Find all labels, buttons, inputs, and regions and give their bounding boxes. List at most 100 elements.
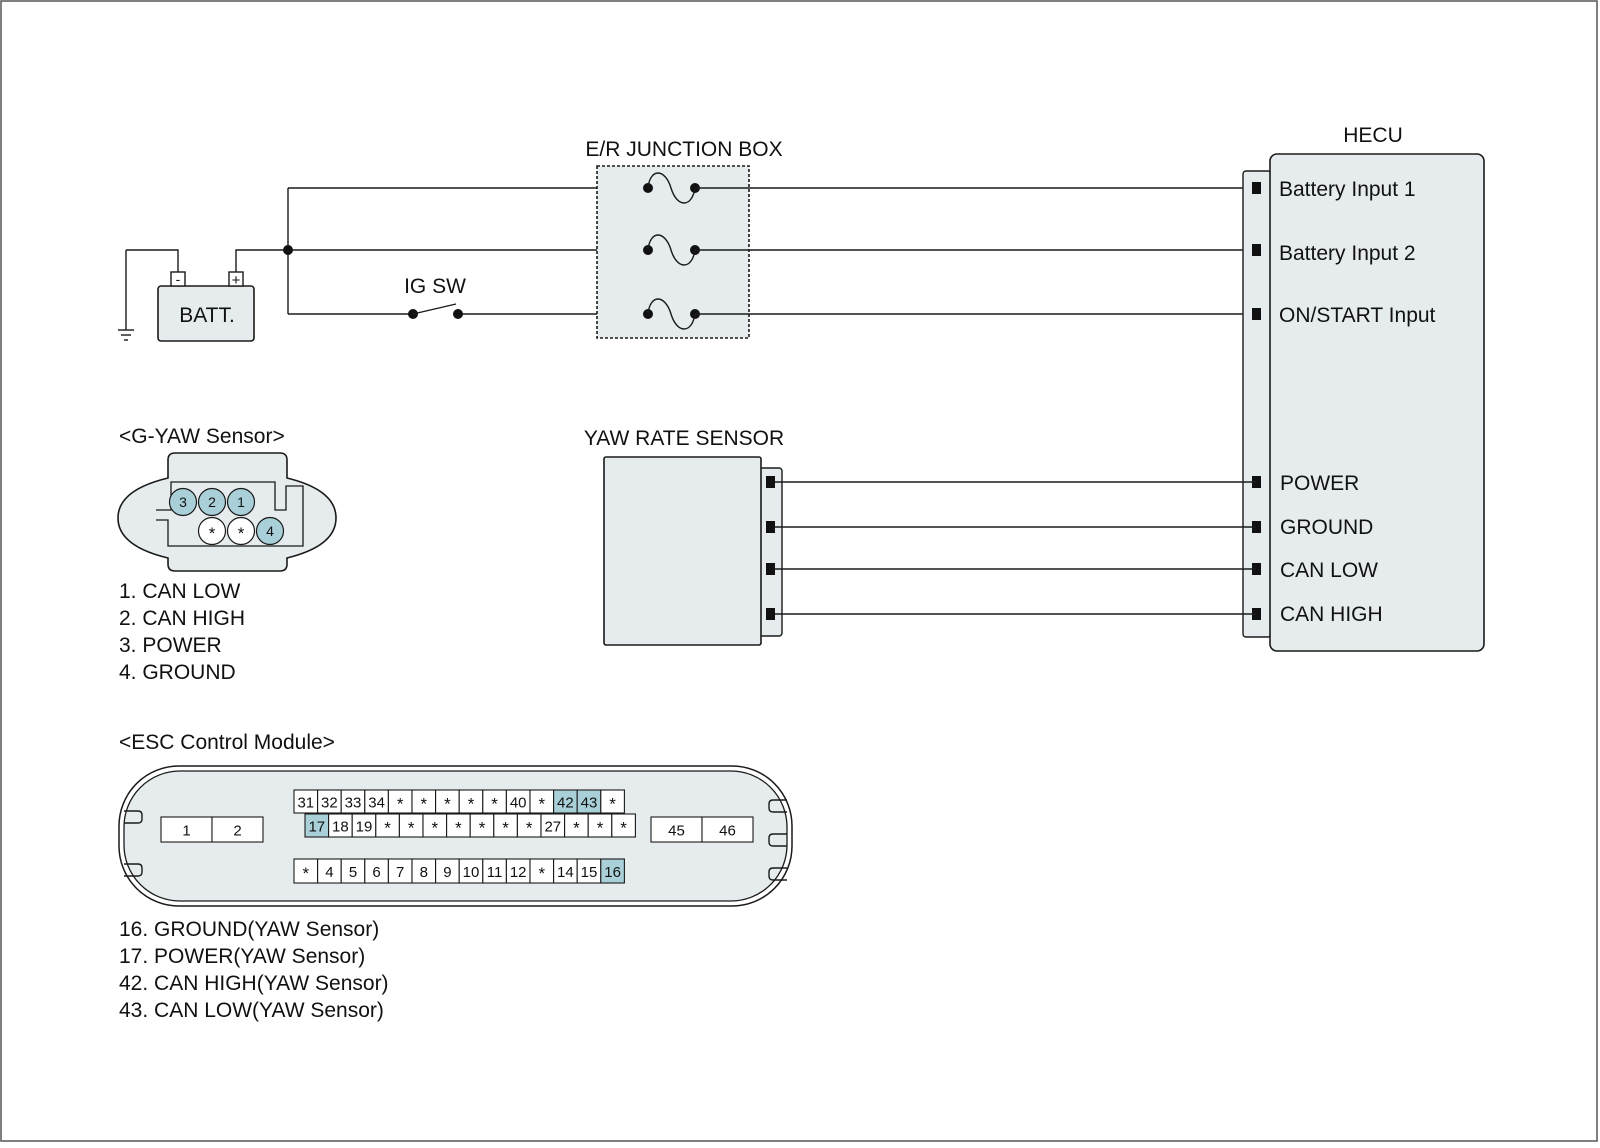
esc-pin-label-17: 17	[308, 819, 325, 836]
g-yaw-legend-2: 2. CAN HIGH	[119, 607, 245, 630]
esc-pin-label-34: 34	[368, 795, 385, 812]
esc-pin-label-42: 42	[557, 795, 574, 812]
esc-pin-cell	[211, 816, 264, 843]
esc-pin-empty-label: *	[397, 795, 404, 814]
esc-pin-empty-label: *	[431, 819, 438, 838]
g-yaw-key-outline	[156, 481, 304, 547]
hecu-pin-power: POWER	[1280, 472, 1359, 495]
esc-pin-cell	[600, 858, 625, 884]
esc-pin-label-14: 14	[557, 864, 574, 881]
esc-pin-label-45: 45	[668, 823, 685, 840]
esc-pin-cell	[650, 816, 703, 843]
esc-pin-label-43: 43	[581, 795, 598, 812]
hecu-body	[1269, 153, 1485, 652]
esc-pin-label-7: 7	[396, 864, 404, 881]
hecu-pin-ground: GROUND	[1280, 516, 1373, 539]
esc-pin-cell	[611, 813, 636, 838]
g-yaw-pin-label-4: 4	[266, 523, 274, 539]
junction-box: E/R JUNCTION BOX	[585, 138, 783, 339]
esc-pin-cell	[701, 816, 754, 843]
g-yaw-pin-label-2: 2	[208, 494, 216, 510]
esc-pin-empty-label: *	[444, 795, 451, 814]
esc-pin-label-10: 10	[463, 864, 480, 881]
hecu: HECU Battery Input 1 Battery Input 2 ON/…	[1242, 124, 1485, 652]
power-wiring: IG SW	[283, 187, 648, 319]
hecu-pin-can-low: CAN LOW	[1280, 559, 1378, 582]
ig-switch-contact-right	[453, 309, 463, 319]
esc-pin-empty-label: *	[420, 795, 427, 814]
battery-plus-terminal	[228, 271, 244, 287]
fuse-3	[643, 298, 700, 330]
esc-pin-empty-label: *	[538, 864, 545, 883]
esc-module-title: <ESC Control Module>	[119, 731, 335, 754]
esc-pin-empty-label: *	[468, 795, 475, 814]
splice-dot	[283, 245, 293, 255]
esc-pin-empty-label: *	[620, 819, 627, 838]
esc-pin-empty-label: *	[491, 795, 498, 814]
g-yaw-legend-4: 4. GROUND	[119, 661, 236, 684]
g-yaw-pin-label-1: 1	[237, 494, 245, 510]
esc-legend-16: 16. GROUND(YAW Sensor)	[119, 918, 379, 941]
esc-pin-empty-label: *	[384, 819, 391, 838]
esc-pin-empty-label: *	[455, 819, 462, 838]
junction-box-title: E/R JUNCTION BOX	[585, 138, 782, 161]
esc-pin-label-16: 16	[604, 864, 621, 881]
yaw-rate-sensor: YAW RATE SENSOR	[584, 427, 1256, 646]
battery-minus-terminal	[170, 271, 186, 287]
hecu-input-battery-2: Battery Input 2	[1279, 242, 1416, 265]
hecu-pin-can-high: CAN HIGH	[1280, 603, 1383, 626]
esc-pin-label-15: 15	[581, 864, 598, 881]
g-yaw-pin-2	[197, 487, 227, 517]
hecu-input-battery-1: Battery Input 1	[1279, 178, 1416, 201]
esc-pin-label-9: 9	[443, 864, 451, 881]
g-yaw-legend-3: 3. POWER	[119, 634, 222, 657]
g-yaw-pin-empty-a	[197, 516, 227, 546]
esc-pin-label-18: 18	[332, 819, 349, 836]
g-yaw-connector: <G-YAW Sensor> 3 2 1 * * 4 1. CAN LOW 2.…	[117, 425, 337, 684]
esc-pin-label-32: 32	[321, 795, 338, 812]
esc-pin-empty-label: *	[408, 819, 415, 838]
g-yaw-pin-empty-b	[226, 516, 256, 546]
g-yaw-pin-label-3: 3	[179, 494, 187, 510]
esc-legend-17: 17. POWER(YAW Sensor)	[119, 945, 365, 968]
esc-pin-empty-label: *	[597, 819, 604, 838]
battery-label: BATT.	[179, 304, 235, 327]
g-yaw-pin-1	[226, 487, 256, 517]
esc-pin-empty-label: *	[479, 819, 486, 838]
esc-pin-label-2: 2	[233, 823, 241, 840]
esc-pin-empty-label: *	[302, 864, 309, 883]
hecu-title: HECU	[1343, 124, 1403, 147]
esc-pin-empty-label: *	[526, 819, 533, 838]
battery-group: - + BATT.	[118, 249, 288, 342]
hecu-input-on-start: ON/START Input	[1279, 304, 1436, 327]
yaw-sensor-body	[603, 456, 762, 646]
esc-pin-empty-label: *	[609, 795, 616, 814]
g-yaw-legend-1: 1. CAN LOW	[119, 580, 241, 603]
g-yaw-pin-4	[255, 516, 285, 546]
esc-pin-label-5: 5	[349, 864, 357, 881]
battery-minus-sign: -	[176, 271, 181, 287]
g-yaw-pin-label-empty-b: *	[238, 524, 245, 543]
esc-pin-label-6: 6	[372, 864, 380, 881]
esc-pin-empty-label: *	[573, 819, 580, 838]
esc-pin-empty-label: *	[538, 795, 545, 814]
esc-pin-cell	[600, 789, 625, 814]
battery-plus-sign: +	[232, 272, 241, 289]
esc-legend-43: 43. CAN LOW(YAW Sensor)	[119, 999, 384, 1022]
esc-pin-label-27: 27	[544, 819, 561, 836]
esc-pin-label-8: 8	[420, 864, 428, 881]
battery-body	[157, 285, 255, 342]
esc-pin-label-46: 46	[719, 823, 736, 840]
esc-pin-label-33: 33	[345, 795, 362, 812]
g-yaw-pin-label-empty-a: *	[209, 524, 216, 543]
esc-pin-label-19: 19	[356, 819, 373, 836]
esc-pin-label-4: 4	[325, 864, 333, 881]
esc-pin-label-12: 12	[510, 864, 527, 881]
g-yaw-title: <G-YAW Sensor>	[119, 425, 285, 448]
